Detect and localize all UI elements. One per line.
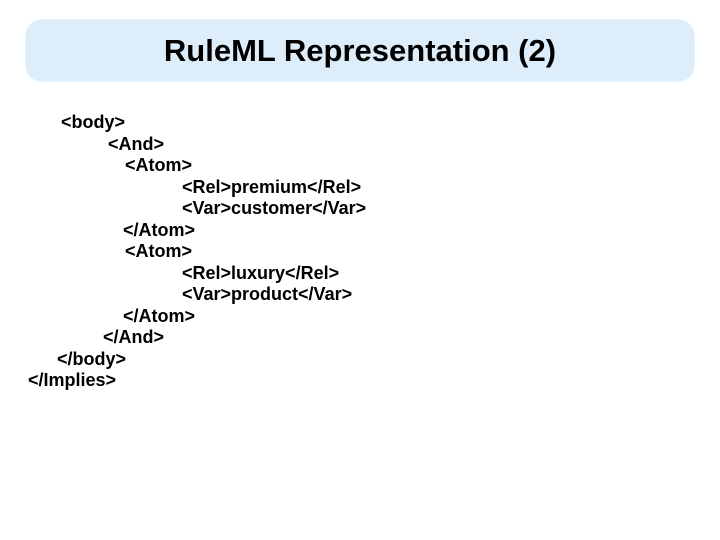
code-line: <Atom> <box>125 241 193 261</box>
code-line: </body> <box>57 348 127 369</box>
code-line: <Atom> <box>125 155 193 175</box>
slide-title-banner: RuleML Representation (2) <box>25 19 695 82</box>
code-block: <body><And><Atom><Rel>premium</Rel><Var>… <box>28 112 688 392</box>
code-line: </Implies> <box>28 370 117 390</box>
slide-title: RuleML Representation (2) <box>163 32 557 68</box>
code-line: </Atom> <box>123 305 196 326</box>
code-line: <And> <box>108 133 165 154</box>
code-line: <Var>customer</Var> <box>182 198 367 218</box>
code-line: <Var>product</Var> <box>182 284 353 304</box>
code-line: </Atom> <box>123 219 196 240</box>
code-line: <Rel>luxury</Rel> <box>182 262 340 283</box>
code-line: <body> <box>61 112 126 132</box>
code-line: </And> <box>103 327 165 347</box>
code-line: <Rel>premium</Rel> <box>182 176 362 197</box>
